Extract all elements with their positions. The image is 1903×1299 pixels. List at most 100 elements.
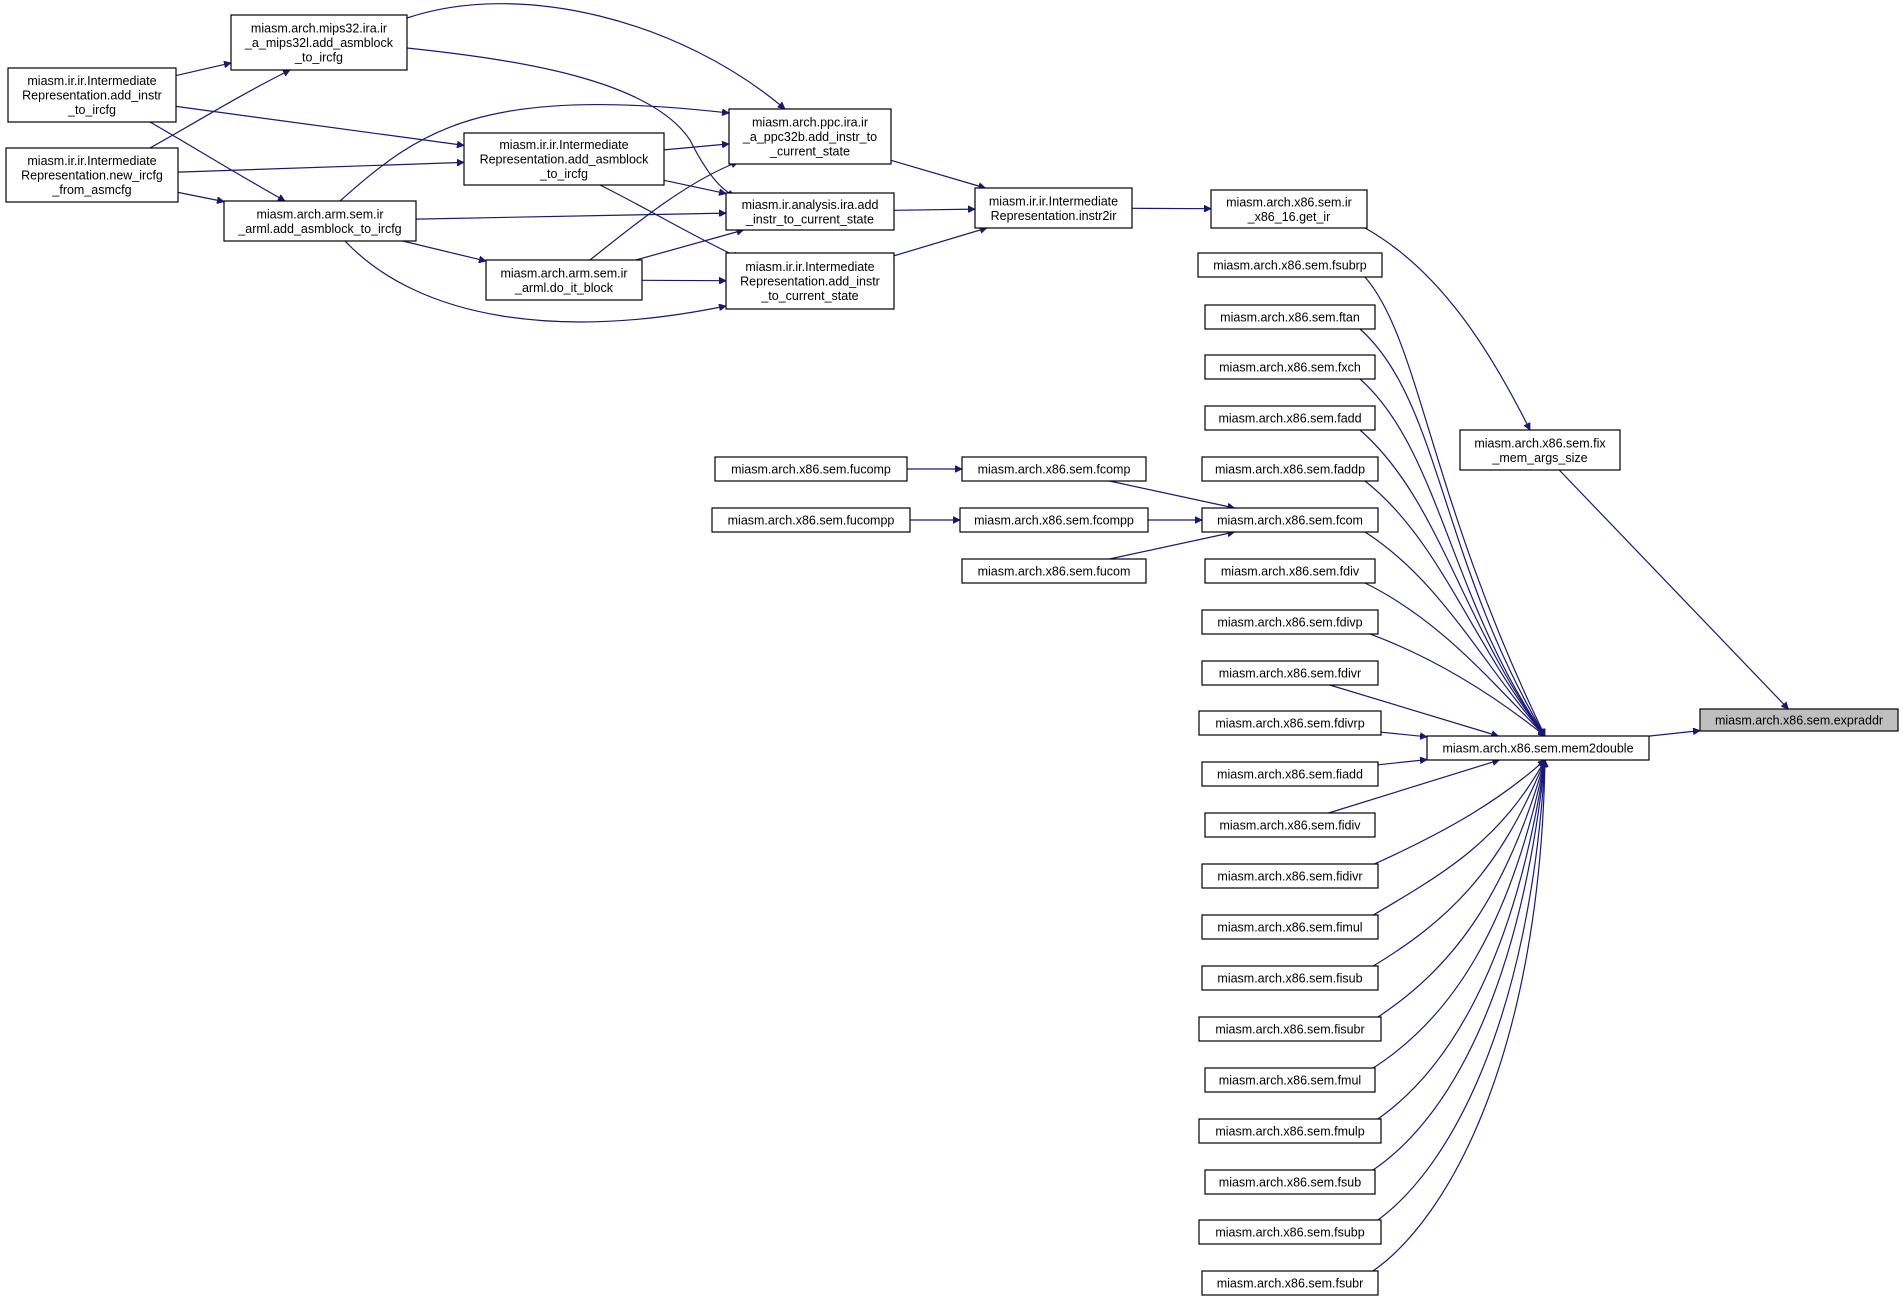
node-ir_new_ircfg[interactable]: miasm.ir.ir.IntermediateRepresentation.n…: [5, 147, 179, 203]
node-box: [714, 456, 908, 482]
node-fmul[interactable]: miasm.arch.x86.sem.fmul: [1204, 1067, 1376, 1093]
edge-ftan-to-mem2double: [1359, 328, 1546, 736]
node-fiadd[interactable]: miasm.arch.x86.sem.fiadd: [1201, 761, 1379, 787]
node-arm_add_asmblock[interactable]: miasm.arch.arm.sem.ir_arml.add_asmblock_…: [223, 200, 417, 242]
node-fadd[interactable]: miasm.arch.x86.sem.fadd: [1204, 405, 1376, 431]
edge-mem2double-to-expraddr: [1648, 731, 1700, 737]
node-fcomp[interactable]: miasm.arch.x86.sem.fcomp: [961, 456, 1147, 482]
node-fucom[interactable]: miasm.arch.x86.sem.fucom: [961, 558, 1147, 584]
node-label: miasm.arch.x86.sem.mem2double: [1442, 742, 1633, 756]
node-fcompp[interactable]: miasm.arch.x86.sem.fcompp: [959, 507, 1149, 533]
node-label: miasm.ir.ir.Intermediate: [499, 138, 628, 152]
node-box: [1201, 863, 1379, 889]
node-faddp[interactable]: miasm.arch.x86.sem.faddp: [1201, 456, 1379, 482]
node-box: [1699, 708, 1899, 732]
node-label: Representation.instr2ir: [991, 209, 1117, 223]
node-expraddr[interactable]: miasm.arch.x86.sem.expraddr: [1699, 708, 1899, 732]
node-box: [1201, 507, 1379, 533]
node-box: [1198, 710, 1382, 736]
node-fsub[interactable]: miasm.arch.x86.sem.fsub: [1204, 1169, 1376, 1195]
node-label: miasm.arch.x86.sem.fucomp: [731, 463, 891, 477]
edge-fiadd-to-mem2double: [1377, 760, 1427, 766]
edge-fsub-to-mem2double: [1369, 760, 1545, 1173]
edge-ir_add_instr_to_ircfg-to-ir_add_asmblock: [175, 105, 464, 145]
node-ftan[interactable]: miasm.arch.x86.sem.ftan: [1204, 304, 1376, 330]
node-box: [961, 456, 1147, 482]
edge-get_ir-to-fix_mem: [1364, 227, 1531, 430]
node-box: [463, 132, 665, 186]
edge-fadd-to-mem2double: [1359, 429, 1546, 736]
node-box: [1204, 558, 1376, 584]
node-box: [725, 192, 895, 231]
node-box: [7, 67, 177, 123]
node-label: miasm.ir.ir.Intermediate: [27, 74, 156, 88]
node-label: miasm.arch.x86.sem.fucom: [978, 565, 1131, 579]
edge-mips_add_asmblock-to-ppc_add_instr: [406, 3, 785, 109]
edge-fsubr-to-mem2double: [1369, 760, 1545, 1274]
node-fucomp[interactable]: miasm.arch.x86.sem.fucomp: [714, 456, 908, 482]
node-ir_add_instr_to_ircfg[interactable]: miasm.ir.ir.IntermediateRepresentation.a…: [7, 67, 177, 123]
node-fidivr[interactable]: miasm.arch.x86.sem.fidivr: [1201, 863, 1379, 889]
node-label: _arml.do_it_block: [514, 281, 614, 295]
edge-arm_do_it_block-to-ira_add_instr: [635, 230, 744, 261]
edge-arm_add_asmblock-to-ppc_add_instr: [339, 104, 729, 202]
node-box: [223, 200, 417, 242]
node-fdiv[interactable]: miasm.arch.x86.sem.fdiv: [1204, 558, 1376, 584]
node-label: miasm.arch.x86.sem.fiadd: [1217, 768, 1363, 782]
edge-fidiv-to-mem2double: [1328, 760, 1500, 814]
node-ir_add_asmblock[interactable]: miasm.ir.ir.IntermediateRepresentation.a…: [463, 132, 665, 186]
node-fsubr[interactable]: miasm.arch.x86.sem.fsubr: [1201, 1270, 1379, 1296]
node-label: miasm.ir.ir.Intermediate: [989, 194, 1118, 208]
node-label: _instr_to_current_state: [745, 212, 874, 226]
node-fidiv[interactable]: miasm.arch.x86.sem.fidiv: [1204, 812, 1376, 838]
node-fcom[interactable]: miasm.arch.x86.sem.fcom: [1201, 507, 1379, 533]
node-fisubr[interactable]: miasm.arch.x86.sem.fisubr: [1198, 1016, 1382, 1042]
node-box: [1201, 609, 1379, 635]
node-fdivp[interactable]: miasm.arch.x86.sem.fdivp: [1201, 609, 1379, 635]
edge-ira_add_instr-to-instr2ir: [893, 209, 975, 210]
node-fucompp[interactable]: miasm.arch.x86.sem.fucompp: [711, 507, 911, 533]
node-fdivrp[interactable]: miasm.arch.x86.sem.fdivrp: [1198, 710, 1382, 736]
node-box: [959, 507, 1149, 533]
node-label: miasm.arch.x86.sem.fimul: [1217, 921, 1362, 935]
node-arm_do_it_block[interactable]: miasm.arch.arm.sem.ir_arml.do_it_block: [485, 259, 643, 301]
node-mips_add_asmblock[interactable]: miasm.arch.mips32.ira.ir_a_mips32l.add_a…: [230, 14, 408, 71]
node-mem2double[interactable]: miasm.arch.x86.sem.mem2double: [1426, 735, 1650, 761]
node-box: [5, 147, 179, 203]
edge-fucom-to-fcom: [1109, 532, 1235, 560]
node-ppc_add_instr[interactable]: miasm.arch.ppc.ira.ir_a_ppc32b.add_instr…: [728, 108, 892, 165]
node-label: miasm.arch.x86.sem.fidivr: [1217, 870, 1362, 884]
edge-arm_add_asmblock-to-ira_add_instr: [415, 213, 726, 220]
node-get_ir[interactable]: miasm.arch.x86.sem.ir_x86_16.get_ir: [1210, 189, 1368, 229]
node-box: [1459, 429, 1621, 471]
node-label: _a_ppc32b.add_instr_to: [742, 130, 877, 144]
node-box: [1198, 1016, 1382, 1042]
edge-ir_new_ircfg-to-arm_add_asmblock: [177, 191, 224, 201]
node-label: miasm.arch.arm.sem.ir: [500, 266, 627, 280]
edge-fsubrp-to-mem2double: [1364, 276, 1546, 736]
edge-ir_add_instr_to_ircfg-to-arm_add_asmblock: [149, 121, 285, 202]
node-label: _to_current_state: [760, 289, 858, 303]
node-fimul[interactable]: miasm.arch.x86.sem.fimul: [1201, 914, 1379, 940]
node-instr2ir[interactable]: miasm.ir.ir.IntermediateRepresentation.i…: [974, 187, 1133, 229]
node-ira_add_instr[interactable]: miasm.ir.analysis.ira.add_instr_to_curre…: [725, 192, 895, 231]
node-label: _x86_16.get_ir: [1247, 210, 1331, 224]
edge-fisubr-to-mem2double: [1374, 760, 1545, 1020]
node-fsubp[interactable]: miasm.arch.x86.sem.fsubp: [1198, 1219, 1382, 1245]
node-label: _mem_args_size: [1491, 451, 1587, 465]
edge-fxch-to-mem2double: [1359, 378, 1546, 736]
node-box: [1204, 405, 1376, 431]
node-box: [1204, 354, 1376, 380]
node-fix_mem[interactable]: miasm.arch.x86.sem.fix_mem_args_size: [1459, 429, 1621, 471]
node-label: miasm.ir.ir.Intermediate: [27, 154, 156, 168]
node-fisub[interactable]: miasm.arch.x86.sem.fisub: [1201, 965, 1379, 991]
node-fxch[interactable]: miasm.arch.x86.sem.fxch: [1204, 354, 1376, 380]
node-ir_add_instr_cs[interactable]: miasm.ir.ir.IntermediateRepresentation.a…: [725, 252, 895, 310]
edge-fdivr-to-mem2double: [1329, 684, 1499, 736]
node-fdivr[interactable]: miasm.arch.x86.sem.fdivr: [1201, 660, 1379, 686]
edge-arm_add_asmblock-to-ir_add_instr_cs: [344, 240, 726, 323]
edge-ir_add_asmblock-to-ppc_add_instr: [663, 144, 729, 151]
node-fsubrp[interactable]: miasm.arch.x86.sem.fsubrp: [1197, 252, 1383, 278]
edge-ir_new_ircfg-to-ir_add_asmblock: [177, 162, 464, 173]
node-fmulp[interactable]: miasm.arch.x86.sem.fmulp: [1198, 1118, 1382, 1144]
